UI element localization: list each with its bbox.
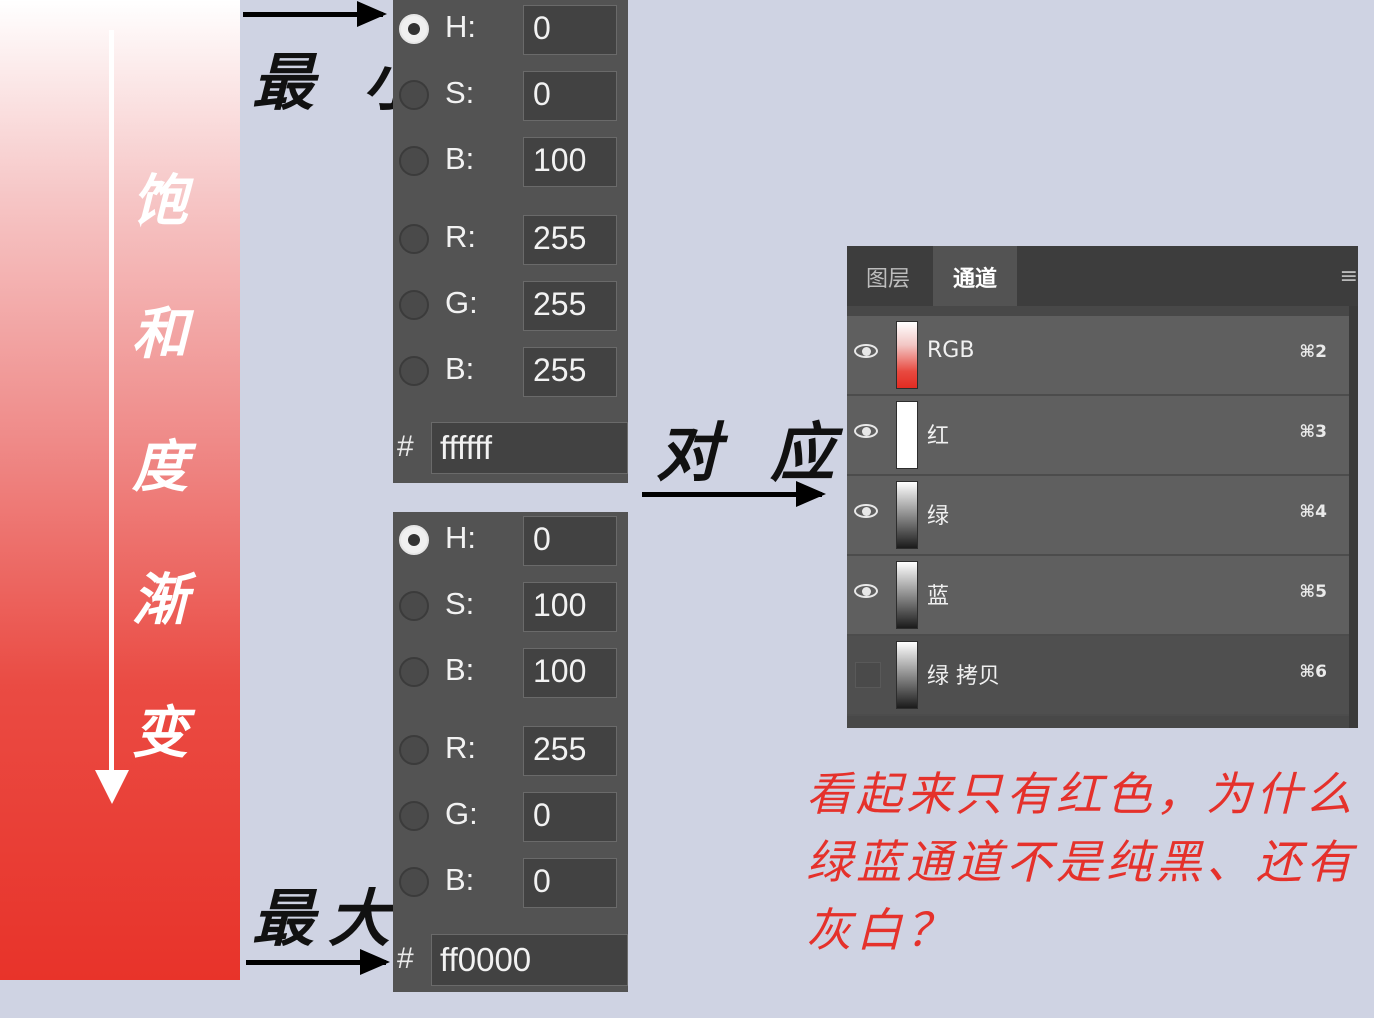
radio-h[interactable] <box>399 525 429 555</box>
hash-symbol: # <box>397 430 414 463</box>
value-input-h[interactable]: 0 <box>523 516 617 566</box>
channel-row-green-copy[interactable]: 绿 拷贝 ⌘6 <box>847 636 1349 716</box>
tab-channels[interactable]: 通道 <box>933 246 1017 306</box>
value-input-g[interactable]: 255 <box>523 281 617 331</box>
field-label: B: <box>445 141 475 176</box>
value-input-r[interactable]: 255 <box>523 215 617 265</box>
channels-panel: 图层 通道 ≡ RGB ⌘2 红 ⌘3 绿 ⌘4 蓝 ⌘5 绿 拷贝 ⌘6 <box>847 246 1358 728</box>
radio-g[interactable] <box>399 290 429 320</box>
channel-row-blue[interactable]: 蓝 ⌘5 <box>847 556 1349 636</box>
channel-row-green[interactable]: 绿 ⌘4 <box>847 476 1349 556</box>
value-input-s[interactable]: 0 <box>523 71 617 121</box>
field-label: H: <box>445 9 476 44</box>
picker-row-s: S: 100 <box>393 582 628 634</box>
value-input-blue[interactable]: 0 <box>523 858 617 908</box>
saturation-gradient-strip <box>0 0 240 980</box>
picker-row-r: R: 255 <box>393 726 628 778</box>
question-note: 看起来只有红色，为什么绿蓝通道不是纯黑、还有灰白？ <box>806 767 1356 957</box>
radio-r[interactable] <box>399 224 429 254</box>
panel-tabs: 图层 通道 ≡ <box>847 246 1358 306</box>
hex-input[interactable]: ffffff <box>431 422 628 474</box>
tab-layers[interactable]: 图层 <box>865 267 910 292</box>
value-input-blue[interactable]: 255 <box>523 347 617 397</box>
value-input-h[interactable]: 0 <box>523 5 617 55</box>
channel-name: 蓝 <box>927 584 950 609</box>
channel-name: 红 <box>927 424 950 449</box>
radio-blue[interactable] <box>399 867 429 897</box>
panel-scrollbar[interactable] <box>1349 306 1358 728</box>
radio-s[interactable] <box>399 80 429 110</box>
picker-row-b: B: 100 <box>393 648 628 700</box>
radio-r[interactable] <box>399 735 429 765</box>
field-label: B: <box>445 862 475 897</box>
radio-b[interactable] <box>399 657 429 687</box>
field-label: R: <box>445 219 476 254</box>
correspond-label: 对 应 <box>656 416 849 491</box>
field-label: H: <box>445 520 476 555</box>
channel-thumbnail <box>896 321 918 389</box>
picker-row-h: H: 0 <box>393 5 628 57</box>
radio-h[interactable] <box>399 14 429 44</box>
arrow-to-min-panel <box>243 1 387 27</box>
field-label: G: <box>445 796 478 831</box>
value-input-s[interactable]: 100 <box>523 582 617 632</box>
channel-shortcut: ⌘5 <box>1299 582 1327 602</box>
channel-row-rgb[interactable]: RGB ⌘2 <box>847 316 1349 396</box>
max-label: 最大 <box>252 882 405 955</box>
channel-row-red[interactable]: 红 ⌘3 <box>847 396 1349 476</box>
value-input-r[interactable]: 255 <box>523 726 617 776</box>
eye-icon[interactable] <box>853 422 883 442</box>
field-label: B: <box>445 351 475 386</box>
radio-g[interactable] <box>399 801 429 831</box>
radio-b[interactable] <box>399 146 429 176</box>
channel-shortcut: ⌘2 <box>1299 342 1327 362</box>
arrow-to-channels <box>642 481 826 507</box>
channel-thumbnail <box>896 561 918 629</box>
down-arrow-line <box>109 30 114 775</box>
channel-name: RGB <box>927 338 975 363</box>
hex-input[interactable]: ff0000 <box>431 934 628 986</box>
channel-thumbnail <box>896 481 918 549</box>
channel-shortcut: ⌘3 <box>1299 422 1327 442</box>
value-input-g[interactable]: 0 <box>523 792 617 842</box>
channel-shortcut: ⌘4 <box>1299 502 1327 522</box>
channel-thumbnail <box>896 641 918 709</box>
value-input-b[interactable]: 100 <box>523 137 617 187</box>
channel-name: 绿 <box>927 504 950 529</box>
hex-row: # ffffff <box>393 422 628 474</box>
color-picker-panel-min: H: 0 S: 0 B: 100 R: 255 G: 255 B: 255 # … <box>393 0 628 483</box>
channel-thumbnail <box>896 401 918 469</box>
field-label: B: <box>445 652 475 687</box>
eye-icon[interactable] <box>853 502 883 522</box>
field-label: S: <box>445 75 475 110</box>
hash-symbol: # <box>397 942 414 975</box>
picker-row-g: G: 0 <box>393 792 628 844</box>
picker-row-h: H: 0 <box>393 516 628 568</box>
channel-name: 绿 拷贝 <box>927 664 1000 689</box>
field-label: S: <box>445 586 475 621</box>
hex-row: # ff0000 <box>393 934 628 986</box>
color-picker-panel-max: H: 0 S: 100 B: 100 R: 255 G: 0 B: 0 # ff… <box>393 512 628 992</box>
radio-s[interactable] <box>399 591 429 621</box>
picker-row-g: G: 255 <box>393 281 628 333</box>
value-input-b[interactable]: 100 <box>523 648 617 698</box>
down-arrow-icon <box>95 770 129 804</box>
gradient-label: 饱和度渐变 <box>132 168 188 766</box>
radio-blue[interactable] <box>399 356 429 386</box>
channel-shortcut: ⌘6 <box>1299 662 1327 682</box>
picker-row-s: S: 0 <box>393 71 628 123</box>
picker-row-r: R: 255 <box>393 215 628 267</box>
field-label: R: <box>445 730 476 765</box>
eye-icon[interactable] <box>853 582 883 602</box>
picker-row-blue: B: 255 <box>393 347 628 399</box>
panel-menu-icon[interactable]: ≡ <box>1339 264 1358 289</box>
arrow-to-max-panel <box>246 949 390 975</box>
picker-row-b: B: 100 <box>393 137 628 189</box>
visibility-toggle-box[interactable] <box>855 662 881 688</box>
picker-row-blue: B: 0 <box>393 858 628 910</box>
eye-icon[interactable] <box>853 342 883 362</box>
field-label: G: <box>445 285 478 320</box>
